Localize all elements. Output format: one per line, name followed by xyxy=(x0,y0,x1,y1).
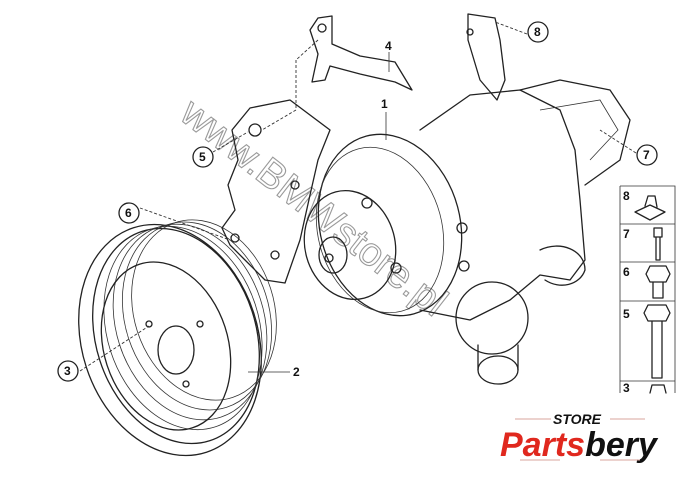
svg-text:4: 4 xyxy=(385,39,392,53)
legend-row-6: 6 xyxy=(623,265,671,299)
svg-text:5: 5 xyxy=(623,307,630,321)
leader-lines xyxy=(79,21,637,373)
pump-drawing xyxy=(303,79,631,385)
legend-row-7: 7 xyxy=(623,227,663,261)
svg-text:5: 5 xyxy=(199,150,206,164)
svg-text:8: 8 xyxy=(534,25,541,39)
callout-1: 1 xyxy=(381,97,388,111)
callout-6: 6 xyxy=(118,202,140,224)
svg-text:7: 7 xyxy=(623,227,630,241)
legend-row-5: 5 xyxy=(623,304,671,379)
legend-row-8: 8 xyxy=(623,189,666,221)
svg-text:STORE: STORE xyxy=(553,411,602,427)
svg-text:2: 2 xyxy=(293,365,300,379)
hex-bolt-icon xyxy=(649,384,667,394)
pulley-drawing xyxy=(78,219,277,457)
svg-text:8: 8 xyxy=(623,189,630,203)
callout-4: 4 xyxy=(385,39,392,53)
long-hex-bolt-icon xyxy=(643,304,671,379)
callout-7: 7 xyxy=(636,144,658,166)
clip-nut-icon xyxy=(634,195,666,221)
svg-text:3: 3 xyxy=(64,364,71,378)
callout-2: 2 xyxy=(293,365,300,379)
svg-text:6: 6 xyxy=(623,265,630,279)
part-8-drawing xyxy=(466,13,506,101)
svg-text:6: 6 xyxy=(125,206,132,220)
small-bolt-icon xyxy=(653,227,663,261)
callout-3: 3 xyxy=(57,360,79,382)
fastener-legend: 8 7 6 5 3 xyxy=(619,185,676,395)
svg-text:7: 7 xyxy=(643,148,650,162)
partsbery-logo: STORE Partsbery xyxy=(500,411,659,464)
bracket-drawing xyxy=(221,99,331,284)
callout-5: 5 xyxy=(192,146,214,168)
svg-text:3: 3 xyxy=(623,381,630,395)
svg-text:Partsbery: Partsbery xyxy=(500,426,659,464)
callout-8: 8 xyxy=(527,21,549,43)
legend-row-3: 3 xyxy=(623,381,667,395)
svg-text:1: 1 xyxy=(381,97,388,111)
hex-bolt-icon xyxy=(645,265,671,299)
part-4-drawing xyxy=(309,15,413,91)
